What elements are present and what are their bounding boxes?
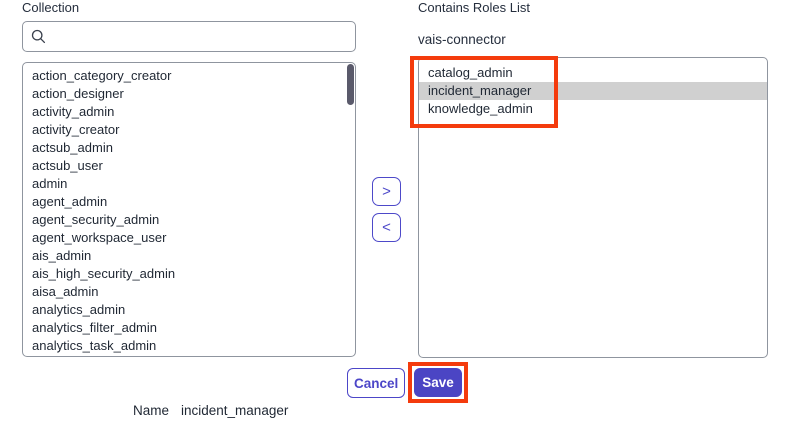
collection-list-item[interactable]: actsub_user (32, 158, 103, 173)
collection-search-input[interactable] (52, 28, 347, 45)
collection-scrollbar-thumb[interactable] (347, 64, 354, 105)
roles-list-item[interactable]: catalog_admin (428, 65, 513, 80)
move-left-button[interactable]: < (372, 213, 401, 242)
roles-list-item[interactable]: knowledge_admin (428, 101, 533, 116)
collection-list-item[interactable]: action_category_creator (32, 68, 172, 83)
chevron-left-icon: < (382, 219, 391, 236)
chevron-right-icon: > (382, 183, 391, 200)
collection-list-item[interactable]: admin (32, 176, 68, 191)
collection-search-box (22, 21, 356, 52)
collection-list-item[interactable]: analytics_admin (32, 302, 126, 317)
collection-list-item[interactable]: action_designer (32, 86, 124, 101)
search-icon (31, 29, 46, 44)
move-right-button[interactable]: > (372, 177, 401, 206)
collection-list-item[interactable]: analytics_task_admin (32, 338, 157, 353)
collection-label: Collection (22, 0, 80, 15)
name-field-row: Name incident_manager (133, 403, 288, 418)
collection-list-item[interactable]: agent_workspace_user (32, 230, 167, 245)
save-button[interactable]: Save (414, 368, 462, 397)
collection-list-item[interactable]: activity_creator (32, 122, 120, 137)
collection-list-item[interactable]: actsub_admin (32, 140, 113, 155)
cancel-button[interactable]: Cancel (347, 368, 405, 398)
roles-list-title: Contains Roles List (418, 0, 530, 15)
roles-list-item[interactable]: incident_manager (419, 82, 767, 100)
collection-list-item[interactable]: ais_high_security_admin (32, 266, 176, 281)
collection-list-item[interactable]: ais_admin (32, 248, 92, 263)
collection-list-item[interactable]: agent_security_admin (32, 212, 160, 227)
roles-list-subtitle: vais-connector (418, 32, 506, 47)
collection-list-item[interactable]: analytics_viewer (23, 355, 355, 356)
collection-list-item[interactable]: analytics_filter_admin (32, 320, 158, 335)
name-value: incident_manager (181, 403, 289, 418)
collection-list-item[interactable]: aisa_admin (32, 284, 99, 299)
name-label: Name (133, 403, 170, 418)
collection-list-item[interactable]: agent_admin (32, 194, 108, 209)
collection-list-item[interactable]: activity_admin (32, 104, 115, 119)
